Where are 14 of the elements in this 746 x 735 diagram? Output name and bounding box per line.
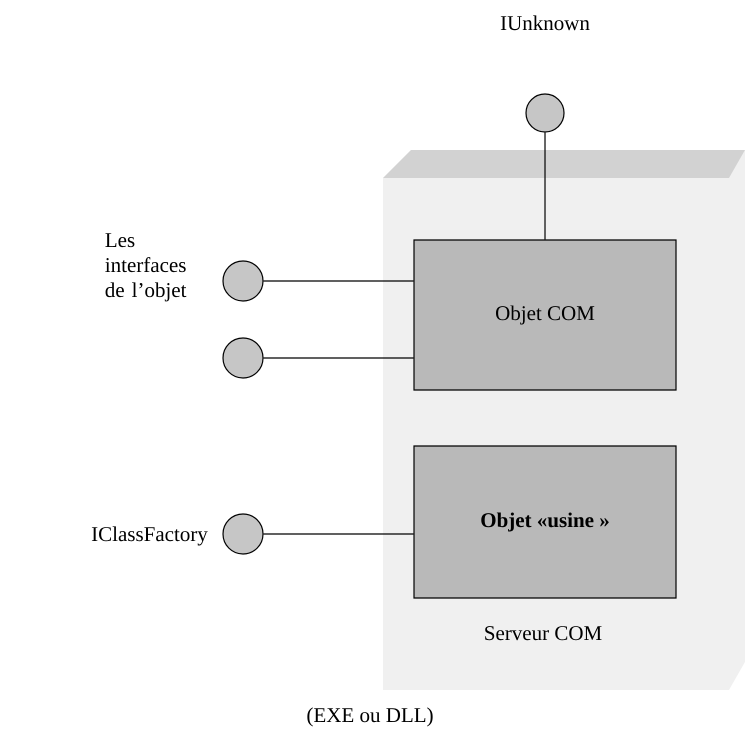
interfaces-label: Les interfaces de l’objet: [105, 233, 186, 302]
interface-name: IClassFactory: [92, 526, 208, 546]
connector-line: [264, 533, 414, 535]
connector-line: [264, 280, 414, 282]
interface-name: IUnknown: [500, 15, 590, 30]
object-box: Objet COM: [413, 239, 677, 391]
interface-circle: [525, 93, 565, 133]
interface-circle: [222, 513, 264, 555]
server-label: (EXE ou DLL): [307, 707, 433, 726]
object-box: Objet «usine »: [413, 445, 677, 599]
interface-circle: [222, 260, 264, 302]
connector-line: [264, 357, 414, 359]
connector-line: [544, 132, 546, 240]
interface-circle: [222, 337, 264, 379]
